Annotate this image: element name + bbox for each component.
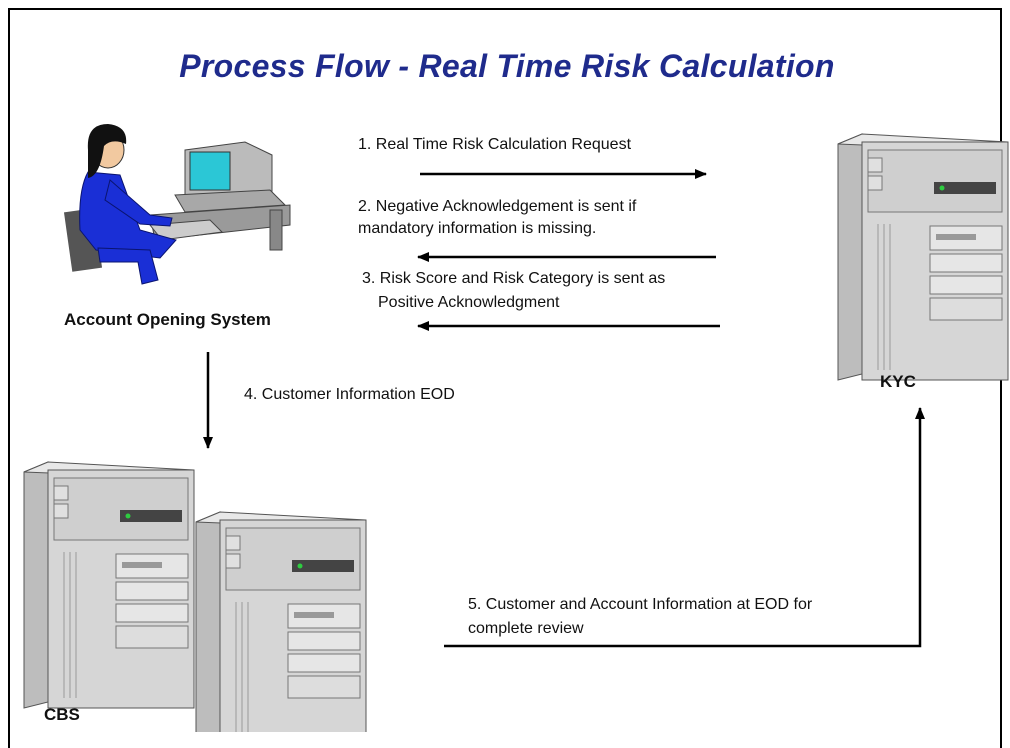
message-5-line1: 5. Customer and Account Information at E… [468,596,813,613]
message-3-line2: Positive Acknowledgment [378,294,560,311]
message-4-label: 4. Customer Information EOD [244,386,455,403]
message-2-line2: mandatory information is missing. [358,220,597,237]
account-opening-label: Account Opening System [64,310,271,329]
eod-to-kyc-arrow [444,407,925,648]
account-opening-workstation-icon [63,124,291,285]
kyc-server-icon [837,133,1009,381]
message-3-line1: 3. Risk Score and Risk Category is sent … [362,270,666,287]
message-1-label: 1. Real Time Risk Calculation Request [358,136,632,153]
flow-diagram [23,124,1009,732]
message-2-line1: 2. Negative Acknowledgement is sent if [358,198,637,215]
cbs-server-secondary-icon [195,511,367,732]
diagram-title: Process Flow - Real Time Risk Calculatio… [179,48,835,84]
message-5-line2: complete review [468,620,584,637]
cbs-server-icon [23,461,195,709]
kyc-label: KYC [880,372,916,391]
cbs-label: CBS [44,705,80,724]
